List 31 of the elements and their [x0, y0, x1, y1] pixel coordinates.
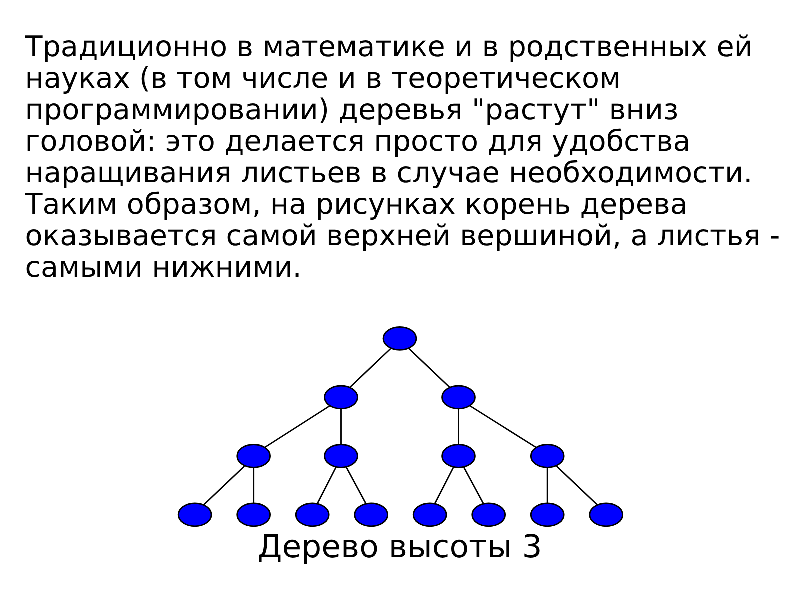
node-circle: [178, 502, 212, 528]
connector: [434, 467, 454, 504]
node-circle: [472, 502, 506, 528]
connector: [316, 467, 337, 504]
node-circle: [530, 502, 565, 528]
node-circle: [324, 385, 358, 410]
connector: [264, 405, 331, 448]
connector: [204, 466, 246, 506]
node-circle: [442, 444, 476, 468]
connector: [556, 466, 598, 506]
connector: [463, 467, 484, 504]
node-circle: [295, 502, 330, 528]
connector: [458, 409, 460, 445]
connector: [470, 405, 537, 448]
connector: [408, 348, 450, 388]
connector: [340, 409, 342, 445]
caption: Дерево высоты 3: [258, 529, 542, 566]
node-circle: [530, 444, 565, 468]
node-circle: [382, 326, 418, 351]
connector: [253, 468, 255, 504]
connector: [546, 468, 548, 504]
node-circle: [442, 385, 476, 410]
connector: [350, 348, 392, 388]
connector: [346, 467, 367, 504]
node-circle: [236, 502, 272, 528]
node-circle: [589, 502, 624, 528]
node-circle: [324, 444, 358, 468]
node-circle: [236, 444, 272, 468]
label: Традиционно в математике и в родственных ей науках (в том числе и в теоретическом программировании) деревья "растут" вниз головой: это делается просто для удобства наращивания листьев в случае необходимости. Таким образом, на рисунках корень дерева оказывается самой верхней вершиной, а листья - самыми нижними.: [25, 29, 780, 284]
node-circle: [354, 502, 389, 528]
node-circle: [412, 502, 448, 528]
